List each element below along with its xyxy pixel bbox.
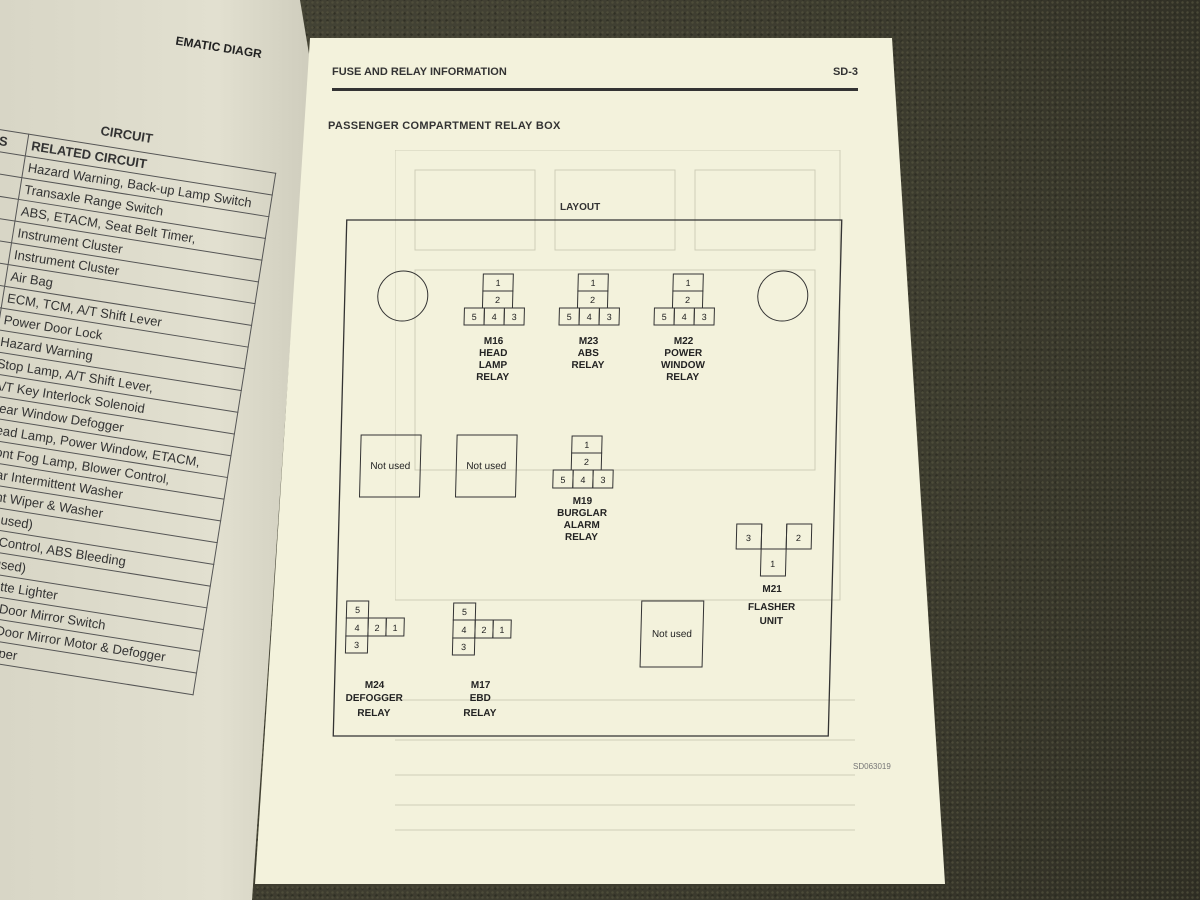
relay-label: RELAY xyxy=(565,532,599,543)
pin-label: 2 xyxy=(584,457,589,467)
pin-label: 2 xyxy=(685,295,690,305)
pin-label: 2 xyxy=(590,295,595,305)
relay-label: BURGLAR xyxy=(557,508,608,519)
relay-label: RELAY xyxy=(666,372,700,383)
relay-code: M19 xyxy=(573,496,593,507)
pin-label: 3 xyxy=(746,533,751,543)
not-used-slot xyxy=(639,600,705,668)
pin-label: 4 xyxy=(492,312,497,322)
relay-label: LAMP xyxy=(479,360,508,371)
pin-label: 5 xyxy=(462,607,467,617)
relay-label: ALARM xyxy=(564,520,600,531)
relay-code: M16 xyxy=(484,336,504,347)
pin-label: 3 xyxy=(702,312,707,322)
relay-code: M17 xyxy=(471,680,491,691)
relay-label: WINDOW xyxy=(661,360,706,371)
circuit-table: ERAGES RELATED CIRCUIT 0AHazard Warning,… xyxy=(0,121,276,695)
pin-label: 5 xyxy=(560,475,565,485)
relay-label: RELAY xyxy=(476,372,510,383)
left-page-header: EMATIC DIAGR xyxy=(174,33,263,62)
pin-label: 4 xyxy=(580,475,585,485)
pin-label: 3 xyxy=(600,475,605,485)
bleed-through-ghost xyxy=(395,150,855,831)
pin-label: 1 xyxy=(590,278,595,288)
circuit-rows: 0AHazard Warning, Back-up Lamp Switch0AT… xyxy=(0,143,273,695)
pin-label: 1 xyxy=(392,623,397,633)
pin-label: 5 xyxy=(472,312,477,322)
relay-code: M22 xyxy=(674,336,694,347)
relay-m22: 1 2 5 4 3 xyxy=(653,273,715,326)
relay-code: M24 xyxy=(365,680,385,691)
relay-code: M23 xyxy=(579,336,599,347)
relay-m24: 5 4 3 2 1 xyxy=(344,600,405,654)
pin-label: 3 xyxy=(607,312,612,322)
section-title: PASSENGER COMPARTMENT RELAY BOX xyxy=(328,120,561,132)
relay-box-diagram: 1 2 5 4 3 M16 HEAD LAMP RELAY 1 2 5 4 3 … xyxy=(303,218,867,738)
page-header-title: FUSE AND RELAY INFORMATION xyxy=(332,66,507,78)
relay-label: RELAY xyxy=(357,708,391,719)
relay-label: ABS xyxy=(578,348,600,359)
pin-label: 1 xyxy=(495,278,500,288)
pin-label: 2 xyxy=(481,625,486,635)
pin-label: 3 xyxy=(461,642,466,652)
relay-label: UNIT xyxy=(759,616,783,627)
not-used-label: Not used xyxy=(370,461,410,472)
relay-m19: 1 2 5 4 3 xyxy=(552,435,614,489)
left-page-content: EMATIC DIAGR CIRCUIT ERAGES RELATED CIRC… xyxy=(0,34,286,695)
circuit-title: CIRCUIT xyxy=(99,122,154,147)
pin-label: 4 xyxy=(354,623,359,633)
relay-label: EBD xyxy=(470,693,491,704)
relay-label: FLASHER xyxy=(748,602,796,613)
pin-label: 4 xyxy=(682,312,687,322)
relay-box-outline xyxy=(332,219,843,737)
relay-m23: 1 2 5 4 3 xyxy=(558,273,620,326)
relay-m21: 3 2 1 xyxy=(735,523,813,577)
relay-m17: 5 4 3 2 1 xyxy=(451,602,512,656)
figure-code: SD063019 xyxy=(853,762,891,771)
pin-label: 1 xyxy=(770,559,775,569)
pin-label: 4 xyxy=(587,312,592,322)
pin-label: 2 xyxy=(374,623,379,633)
mounting-hole-right xyxy=(757,270,809,322)
not-used-label: Not used xyxy=(652,629,692,640)
not-used-slot xyxy=(358,434,422,498)
relay-m16: 1 2 5 4 3 xyxy=(463,273,525,326)
pin-label: 5 xyxy=(662,312,667,322)
pin-label: 1 xyxy=(685,278,690,288)
relay-label: HEAD xyxy=(479,348,508,359)
mounting-hole-left xyxy=(377,270,429,322)
right-book-page xyxy=(255,38,945,884)
page-number: SD-3 xyxy=(832,66,858,78)
pin-label: 3 xyxy=(512,312,517,322)
amperages-header: ERAGES xyxy=(0,121,29,156)
layout-label: LAYOUT xyxy=(560,202,601,213)
not-used-slot xyxy=(454,434,518,498)
left-book-page: EMATIC DIAGR CIRCUIT ERAGES RELATED CIRC… xyxy=(0,0,310,900)
relay-label: RELAY xyxy=(571,360,605,371)
relay-box-svg: 1 2 5 4 3 M16 HEAD LAMP RELAY 1 2 5 4 3 … xyxy=(332,219,843,737)
relay-label: RELAY xyxy=(463,708,497,719)
relay-label: DEFOGGER xyxy=(345,693,403,704)
pin-label: 1 xyxy=(584,440,589,450)
pin-label: 1 xyxy=(499,625,504,635)
pin-label: 2 xyxy=(796,533,801,543)
pin-label: 4 xyxy=(461,625,466,635)
pin-label: 2 xyxy=(495,295,500,305)
relay-label: POWER xyxy=(664,348,703,359)
pin-label: 3 xyxy=(354,640,359,650)
pin-label: 5 xyxy=(355,605,360,615)
page-header: FUSE AND RELAY INFORMATION SD-3 xyxy=(332,66,858,91)
pin-label: 5 xyxy=(567,312,572,322)
not-used-label: Not used xyxy=(466,461,506,472)
relay-code: M21 xyxy=(762,584,782,595)
